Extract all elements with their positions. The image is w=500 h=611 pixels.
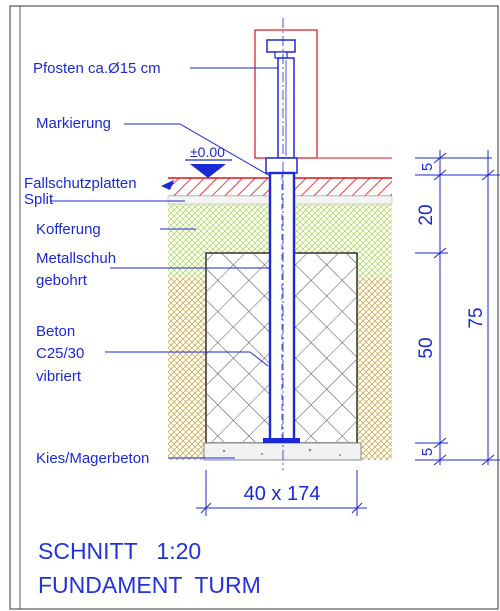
dim-75: 75 bbox=[466, 307, 487, 328]
kies-base bbox=[203, 442, 362, 461]
label-markierung: Markierung bbox=[36, 115, 111, 132]
label-kofferung: Kofferung bbox=[36, 221, 101, 238]
title-section: SCHNITT 1:20 bbox=[38, 538, 202, 564]
dim-base-size: 40 x 174 bbox=[244, 483, 321, 505]
label-fallschutz: Fallschutzplatten bbox=[24, 175, 137, 192]
label-vibriert: vibriert bbox=[36, 368, 82, 385]
label-split: Split bbox=[24, 191, 54, 208]
label-beton-class: C25/30 bbox=[36, 345, 84, 362]
post-foot-plate bbox=[263, 438, 300, 443]
label-metallschuh: Metallschuh bbox=[36, 250, 116, 267]
label-level: ±0.00 bbox=[190, 144, 225, 160]
dim-5-bottom: 5 bbox=[419, 448, 436, 456]
base-dimension bbox=[196, 470, 367, 516]
label-gebohrt: gebohrt bbox=[36, 272, 88, 289]
label-pfosten: Pfosten ca.Ø15 cm bbox=[33, 60, 161, 77]
dim-20: 20 bbox=[416, 204, 437, 225]
level-marker-icon bbox=[190, 164, 226, 178]
soil-right bbox=[357, 278, 392, 460]
dim-5-top: 5 bbox=[419, 163, 436, 171]
post-sleeve bbox=[265, 157, 298, 174]
title-subject: FUNDAMENT TURM bbox=[38, 572, 261, 598]
label-beton: Beton bbox=[36, 323, 75, 340]
soil-left bbox=[168, 278, 206, 460]
label-kies: Kies/Magerbeton bbox=[36, 450, 149, 467]
dim-50: 50 bbox=[416, 337, 437, 358]
drawing-frame bbox=[9, 5, 499, 610]
post-cap bbox=[266, 39, 296, 53]
dimension-chain bbox=[415, 150, 500, 466]
